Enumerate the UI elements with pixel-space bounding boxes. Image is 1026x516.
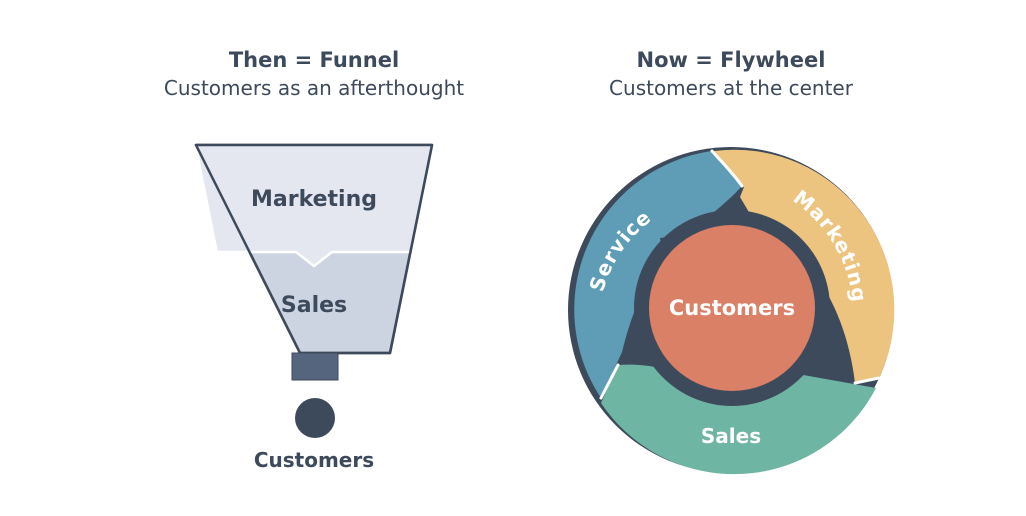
flywheel-sales-segment: [601, 358, 876, 475]
funnel-stage-divider: [218, 250, 410, 268]
flywheel-subtitle: Customers at the center: [609, 76, 854, 100]
funnel-top-stage: [197, 146, 431, 266]
funnel-shape: Marketing Sales Customers: [194, 143, 434, 472]
funnel-customers-label: Customers: [254, 448, 374, 472]
funnel-sales-label: Sales: [281, 293, 347, 318]
funnel-output-dot: [295, 398, 335, 438]
flywheel-service-segment: [574, 151, 742, 398]
funnel-title: Then = Funnel: [229, 48, 399, 72]
flywheel-wheel: Customers Service Marketing Sales: [568, 147, 895, 475]
flywheel-center-circle: [649, 225, 815, 391]
flywheel-segment-separators: [599, 149, 881, 400]
funnel-marketing-label: Marketing: [251, 187, 377, 212]
flywheel-sales-label: Sales: [701, 424, 761, 448]
funnel-spout: [291, 352, 339, 381]
flywheel-section: Now = Flywheel Customers at the center C…: [568, 48, 895, 475]
funnel-outline: [194, 143, 434, 355]
flywheel-customers-label: Customers: [669, 296, 795, 320]
flywheel-title: Now = Flywheel: [637, 48, 826, 72]
funnel-subtitle: Customers as an afterthought: [164, 76, 464, 100]
funnel-section: Then = Funnel Customers as an afterthoug…: [164, 48, 464, 472]
